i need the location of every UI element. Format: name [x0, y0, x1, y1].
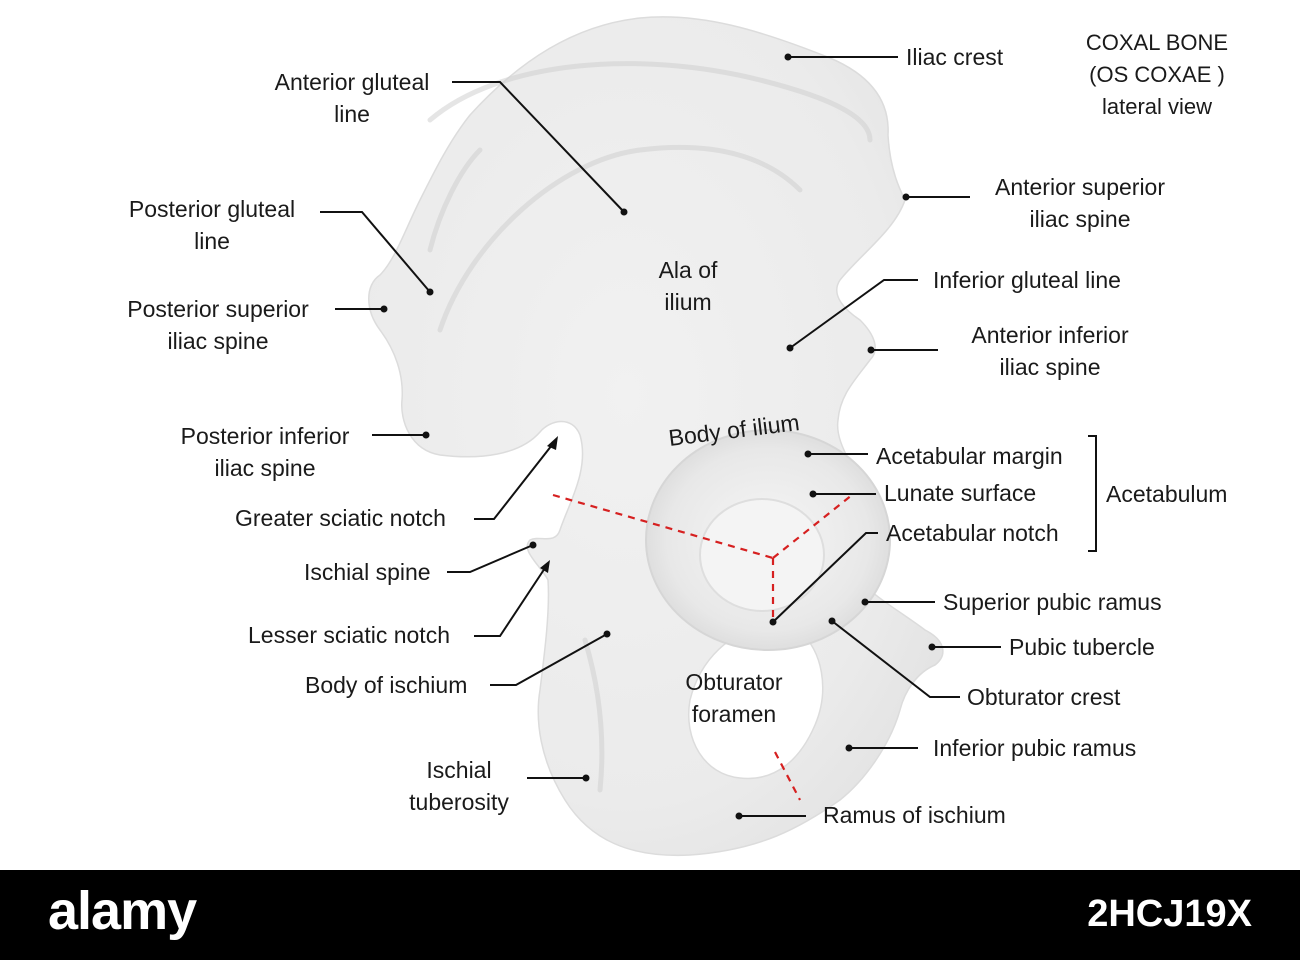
- acetabular-notch-label: Acetabular notch: [886, 520, 1059, 546]
- superior-pubic-ramus-dot: [862, 599, 869, 606]
- psis-label-1: Posterior superior: [127, 296, 309, 322]
- anterior-gluteal-line-label-1: Anterior gluteal: [275, 69, 430, 95]
- psis-dot: [381, 306, 388, 313]
- ramus-of-ischium-label: Ramus of ischium: [823, 802, 1006, 828]
- ischial-spine-leader: [447, 545, 533, 572]
- greater-sciatic-notch-label: Greater sciatic notch: [235, 505, 446, 531]
- acetabulum-bracket: [1088, 436, 1096, 551]
- title-line-1: COXAL BONE: [1086, 30, 1228, 55]
- lunate-surface-label: Lunate surface: [884, 480, 1036, 506]
- asis-label-2: iliac spine: [1030, 206, 1131, 232]
- aiis-label-2: iliac spine: [1000, 354, 1101, 380]
- obturator-crest-dot: [829, 618, 836, 625]
- ala-of-ilium-label-1: Ala of: [659, 257, 718, 283]
- superior-pubic-ramus-label: Superior pubic ramus: [943, 589, 1162, 615]
- acetabular-notch-dot: [770, 619, 777, 626]
- inferior-gluteal-line-label: Inferior gluteal line: [933, 267, 1121, 293]
- ischial-spine-dot: [530, 542, 537, 549]
- iliac-crest-label: Iliac crest: [906, 44, 1004, 70]
- obturator-foramen-label-2: foramen: [692, 701, 776, 727]
- aiis-label-1: Anterior inferior: [971, 322, 1129, 348]
- lesser-sciatic-notch-label: Lesser sciatic notch: [248, 622, 450, 648]
- anterior-gluteal-line-label-2: line: [334, 101, 370, 127]
- piis-label-2: iliac spine: [215, 455, 316, 481]
- acetabular-margin-dot: [805, 451, 812, 458]
- posterior-gluteal-line-label-1: Posterior gluteal: [129, 196, 295, 222]
- psis-label-2: iliac spine: [168, 328, 269, 354]
- obturator-foramen-label-1: Obturator: [685, 669, 782, 695]
- lunate-surface-dot: [810, 491, 817, 498]
- title-line-3: lateral view: [1102, 94, 1212, 119]
- pubic-tubercle-label: Pubic tubercle: [1009, 634, 1155, 660]
- inferior-pubic-ramus-label: Inferior pubic ramus: [933, 735, 1136, 761]
- posterior-gluteal-line-dot: [427, 289, 434, 296]
- ischial-tuberosity-label-2: tuberosity: [409, 789, 509, 815]
- ramus-of-ischium-dot: [736, 813, 743, 820]
- piis-dot: [423, 432, 430, 439]
- ischial-spine-label: Ischial spine: [304, 559, 431, 585]
- iliac-crest-dot: [785, 54, 792, 61]
- title-line-2: (OS COXAE ): [1089, 62, 1225, 87]
- posterior-gluteal-line-label-2: line: [194, 228, 230, 254]
- lesser-sciatic-notch-leader: [474, 568, 545, 636]
- pubic-tubercle-dot: [929, 644, 936, 651]
- ala-of-ilium-label-2: ilium: [664, 289, 711, 315]
- acetabular-margin-label: Acetabular margin: [876, 443, 1063, 469]
- obturator-crest-label: Obturator crest: [967, 684, 1121, 710]
- asis-dot: [903, 194, 910, 201]
- acetabulum-label: Acetabulum: [1106, 481, 1227, 507]
- aiis-dot: [868, 347, 875, 354]
- image-id-text: 2HCJ19X: [1087, 893, 1252, 936]
- asis-label-1: Anterior superior: [995, 174, 1165, 200]
- coxal-bone-shape: [369, 17, 943, 855]
- inferior-gluteal-line-dot: [787, 345, 794, 352]
- inferior-pubic-ramus-dot: [846, 745, 853, 752]
- body-of-ischium-label: Body of ischium: [305, 672, 467, 698]
- ischial-tuberosity-label-1: Ischial: [426, 757, 491, 783]
- acetabular-fossa: [700, 499, 824, 611]
- watermark-logo: alamy: [48, 880, 196, 942]
- diagram-canvas: COXAL BONE (OS COXAE ) lateral view Ala …: [0, 0, 1300, 870]
- ischial-tuberosity-dot: [583, 775, 590, 782]
- body-of-ischium-dot: [604, 631, 611, 638]
- piis-label-1: Posterior inferior: [181, 423, 350, 449]
- anterior-gluteal-line-dot: [621, 209, 628, 216]
